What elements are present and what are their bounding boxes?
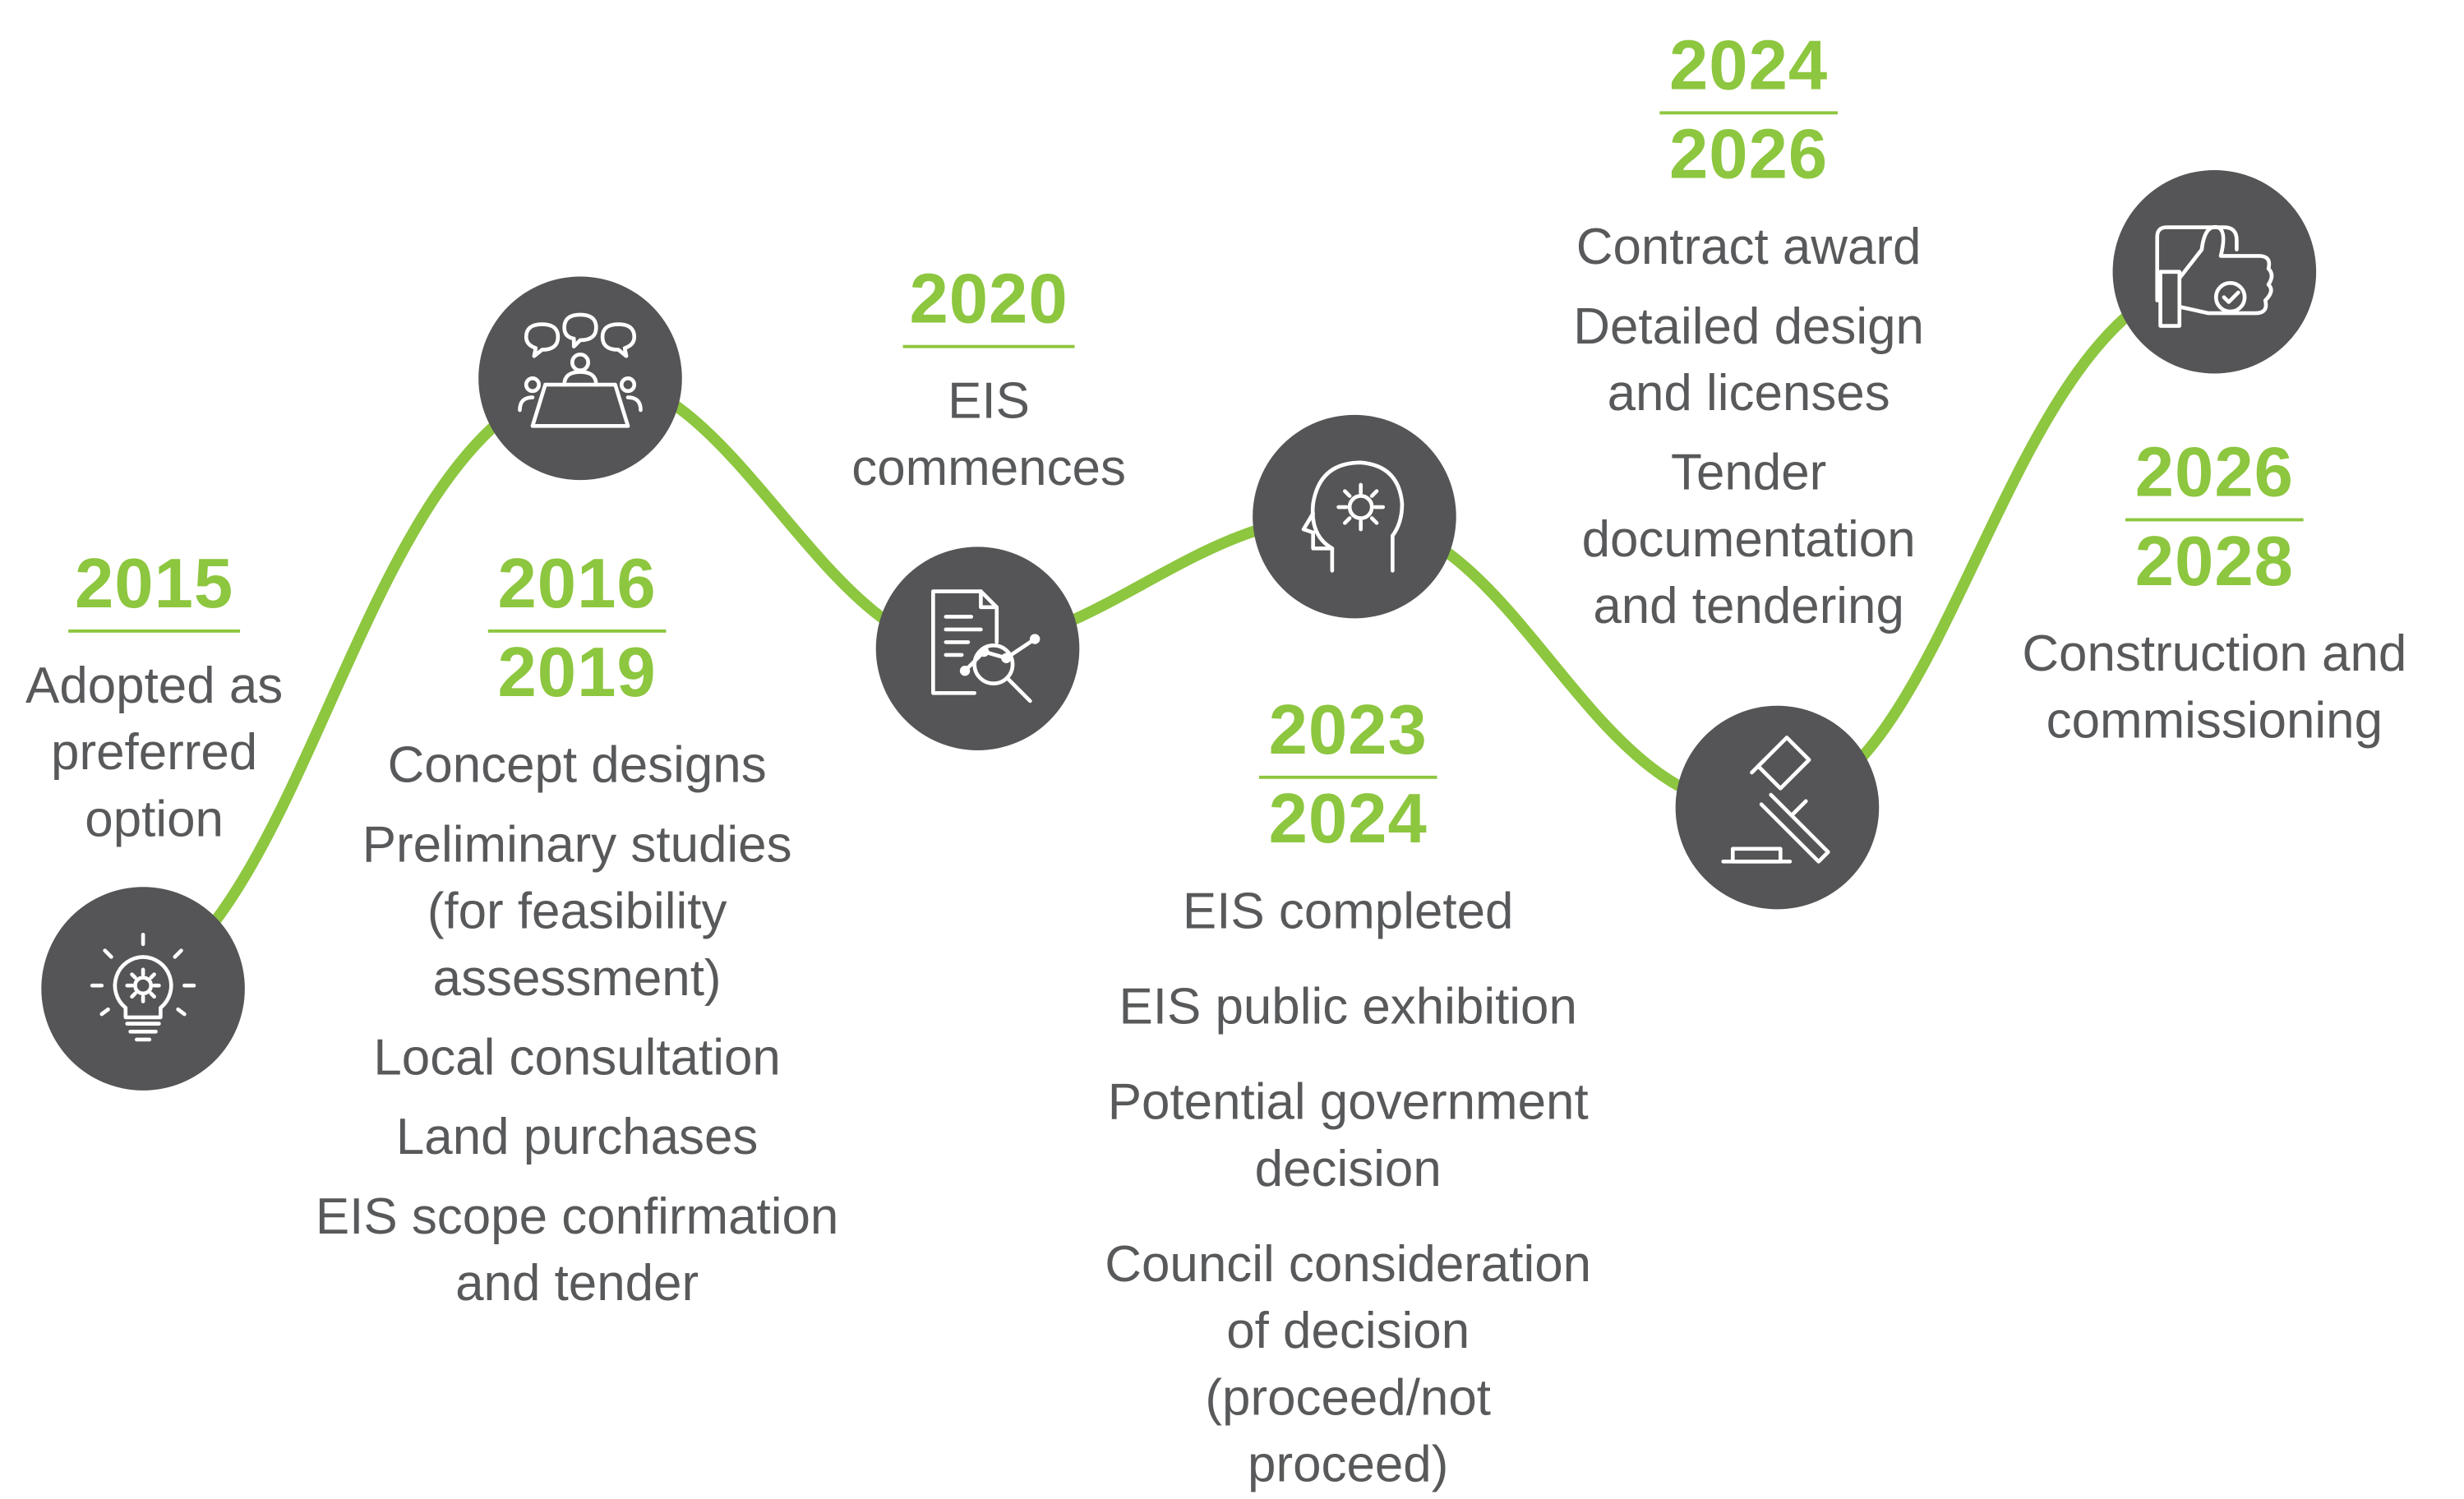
milestone-2024-2026: 2024 2026 Contract award Detailed design…	[1533, 28, 1965, 639]
milestone-year: 2026	[2125, 435, 2304, 522]
meeting-table-icon	[478, 276, 682, 481]
milestone-year: 2028	[2134, 523, 2294, 602]
milestone-item: Tender documentation and tendering	[1581, 443, 1916, 634]
milestone-2020: 2020 EIS commences	[814, 261, 1164, 500]
milestone-item: EIS public exhibition	[1119, 977, 1577, 1035]
thumbs-up-check-icon	[2112, 169, 2317, 374]
milestone-item: Detailed design and licenses	[1573, 297, 1924, 422]
document-search-icon	[875, 547, 1080, 750]
milestone-year: 2024	[1659, 28, 1838, 115]
milestone-item: EIS commences	[851, 371, 1126, 496]
milestone-2026-2028: 2026 2028 Construction and commissioning	[1987, 435, 2442, 754]
milestone-year: 2020	[902, 261, 1075, 348]
milestone-2016-2019: 2016 2019 Concept designs Preliminary st…	[283, 546, 871, 1316]
milestone-item: EIS scope confirmation and tender	[315, 1187, 839, 1312]
milestone-item: Local consultation	[373, 1028, 781, 1086]
milestone-year: 2023	[1258, 692, 1437, 779]
milestone-item: Preliminary studies (for feasibility ass…	[362, 815, 792, 1007]
milestone-item: EIS completed	[1182, 882, 1514, 940]
milestone-2023-2024: 2023 2024 EIS completed EIS public exhib…	[1062, 692, 1634, 1497]
milestone-year: 2024	[1268, 780, 1428, 859]
head-gear-icon	[1253, 414, 1456, 619]
milestone-item: Construction and commissioning	[2022, 625, 2407, 750]
milestone-item: Contract award	[1576, 217, 1922, 275]
milestone-item: Land purchases	[395, 1108, 759, 1165]
gavel-icon	[1675, 705, 1880, 910]
milestone-item: Potential government decision	[1107, 1072, 1589, 1197]
milestone-year: 2016	[487, 546, 667, 633]
milestone-item: Adopted as preferred option	[25, 656, 284, 847]
milestone-year: 2015	[68, 546, 240, 633]
milestone-year: 2026	[1669, 116, 1829, 194]
milestone-item: Concept designs	[387, 736, 767, 794]
lightbulb-gear-icon	[41, 887, 245, 1091]
milestone-2015: 2015 Adopted as preferred option	[0, 546, 308, 851]
milestone-item: Council consideration of decision (proce…	[1105, 1234, 1592, 1493]
milestone-year: 2019	[497, 634, 657, 713]
